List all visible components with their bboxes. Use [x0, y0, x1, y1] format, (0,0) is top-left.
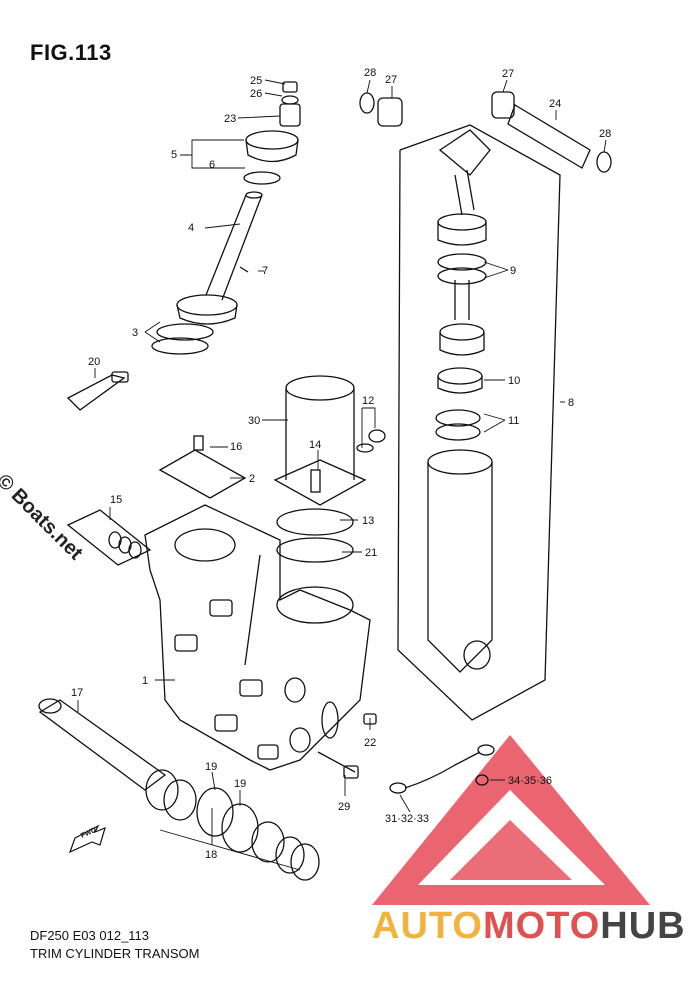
callout-15: 15 — [110, 494, 122, 506]
callout-25: 25 — [250, 75, 262, 87]
callouts: 25 26 23 5 6 4 7 3 20 16 2 15 1 17 18 19… — [71, 67, 611, 861]
callout-12: 12 — [362, 395, 374, 407]
callout-9: 9 — [510, 265, 516, 277]
bolt-29 — [317, 751, 359, 779]
brand-logo-triangle — [372, 735, 650, 905]
callout-24: 24 — [549, 98, 561, 110]
callout-22: 22 — [364, 737, 376, 749]
plug-12 — [356, 429, 386, 453]
fitting-20 — [66, 371, 129, 411]
callout-2: 2 — [249, 473, 255, 485]
callout-34-36: 34·35·36 — [508, 775, 552, 787]
caption-title: TRIM CYLINDER TRANSOM — [30, 946, 200, 961]
callout-29: 29 — [338, 801, 350, 813]
callout-10: 10 — [508, 375, 520, 387]
callout-20: 20 — [88, 356, 100, 368]
callout-27b: 27 — [502, 68, 514, 80]
callout-30: 30 — [248, 415, 260, 427]
o-ring-13 — [276, 508, 354, 536]
brand-wordmark: AUTOMOTOHUB — [372, 905, 686, 948]
callout-14: 14 — [309, 439, 321, 451]
seal-set — [145, 769, 320, 881]
figure-title: FIG.113 — [30, 40, 112, 65]
callout-16: 16 — [230, 441, 242, 453]
collar-parts — [359, 91, 612, 173]
trim-rod — [427, 129, 493, 673]
callout-27a: 27 — [385, 74, 397, 86]
callout-8: 8 — [568, 397, 574, 409]
callout-7: 7 — [262, 265, 268, 277]
brand-part-hub: HUB — [600, 905, 686, 947]
fwd-arrow-icon: FWD — [68, 824, 106, 854]
caption-code: DF250 E03 012_113 — [30, 928, 150, 943]
callout-23: 23 — [224, 113, 236, 125]
callout-31-33: 31·32·33 — [385, 813, 429, 825]
pipe-assembly — [151, 81, 301, 355]
callout-18: 18 — [205, 849, 217, 861]
leader-lines — [77, 79, 607, 871]
callout-21: 21 — [365, 547, 377, 559]
callout-4: 4 — [188, 222, 194, 234]
callout-28a: 28 — [364, 67, 376, 79]
callout-17: 17 — [71, 687, 83, 699]
callout-28b: 28 — [599, 128, 611, 140]
pin-17 — [38, 698, 167, 791]
reservoir — [273, 375, 367, 506]
callout-6: 6 — [209, 159, 215, 171]
callout-3: 3 — [132, 327, 138, 339]
callout-1: 1 — [142, 675, 148, 687]
callout-13: 13 — [362, 515, 374, 527]
callout-19a: 19 — [205, 761, 217, 773]
brand-part-moto: MOTO — [482, 905, 601, 947]
callout-19b: 19 — [234, 778, 246, 790]
callout-11: 11 — [508, 415, 519, 427]
callout-26: 26 — [250, 88, 262, 100]
cylinder-box — [397, 124, 561, 721]
housing — [144, 504, 371, 771]
ground-wire — [389, 744, 495, 794]
fitting-15 — [66, 509, 152, 566]
o-ring-21 — [276, 537, 354, 563]
brand-part-auto: AUTO — [372, 905, 483, 947]
callout-5: 5 — [171, 149, 177, 161]
